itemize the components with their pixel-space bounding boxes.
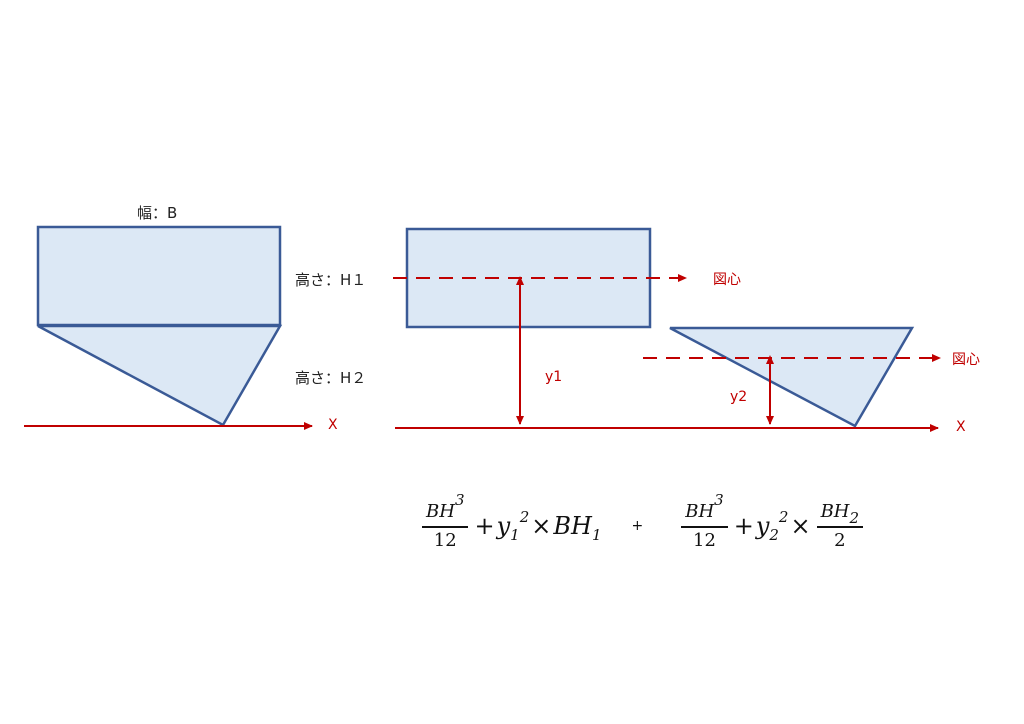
x-axis-label-left: X bbox=[328, 417, 338, 433]
y1-squared: y12 bbox=[496, 508, 530, 544]
right-triangle bbox=[669, 326, 915, 428]
times-sign: × bbox=[531, 512, 552, 540]
x-axis-label-right: X bbox=[956, 419, 966, 435]
bh1-term: BH1 bbox=[553, 512, 602, 544]
centroid-label-1: 図心 bbox=[713, 272, 741, 288]
height1-label: 高さ：H１ bbox=[295, 271, 367, 289]
y2-squared: y22 bbox=[755, 508, 789, 544]
plus-between-terms: + bbox=[631, 518, 644, 534]
centroid-label-2: 図心 bbox=[952, 352, 980, 368]
fraction-term-3: BH2 2 bbox=[816, 501, 864, 552]
width-label: 幅：B bbox=[137, 204, 178, 222]
plus-sign: + bbox=[733, 512, 754, 540]
height2-label: 高さ：H２ bbox=[295, 369, 367, 387]
left-triangle bbox=[37, 324, 283, 427]
y1-label: y1 bbox=[545, 369, 563, 385]
plus-sign: + bbox=[474, 512, 495, 540]
left-rectangle bbox=[36, 225, 282, 327]
fraction-term-2: BH3 12 bbox=[681, 493, 728, 552]
times-sign: × bbox=[790, 512, 811, 540]
fraction-term-1: BH3 12 bbox=[422, 493, 469, 552]
y2-label: y2 bbox=[730, 389, 748, 405]
moment-of-inertia-formula: BH3 12 + y12 × BH1 + BH3 12 + y22 × BH2 … bbox=[418, 493, 867, 552]
